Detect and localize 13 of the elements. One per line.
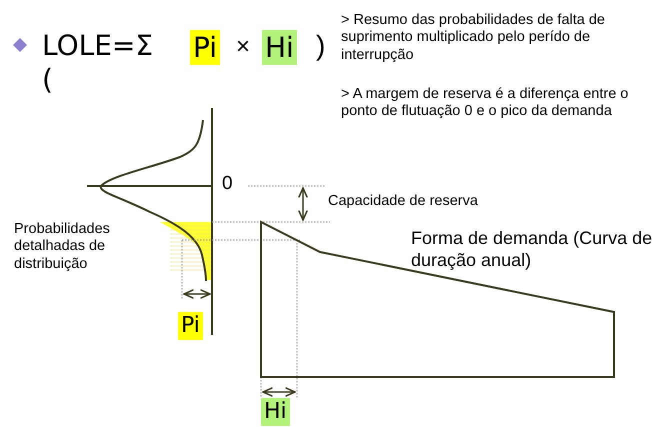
note-text: > Resumo das probabilidades de falta de suprimento multiplicado pelo perído de interrupção <box>341 12 606 64</box>
note-text: > A margem de reserva é a diferença entre o ponto de flutuação 0 e o pico da demanda <box>341 86 630 121</box>
formula-term: Hi <box>262 30 297 65</box>
reserve-label: Capacidade de reserva <box>328 193 479 210</box>
formula-text: ) <box>316 29 326 63</box>
distribution-label: Probabilidades detalhadas de distribuição <box>14 221 111 274</box>
multiply-sign: × <box>236 33 252 62</box>
formula-text: LOLE=Σ ( <box>42 29 154 96</box>
zero-label: 0 <box>222 173 234 196</box>
hi-label: Hi <box>261 398 290 426</box>
demand-label: Forma de demanda (Curva de duração anual) <box>411 228 654 272</box>
pi-label: Pi <box>178 312 203 340</box>
formula-term: Pi <box>190 30 220 65</box>
